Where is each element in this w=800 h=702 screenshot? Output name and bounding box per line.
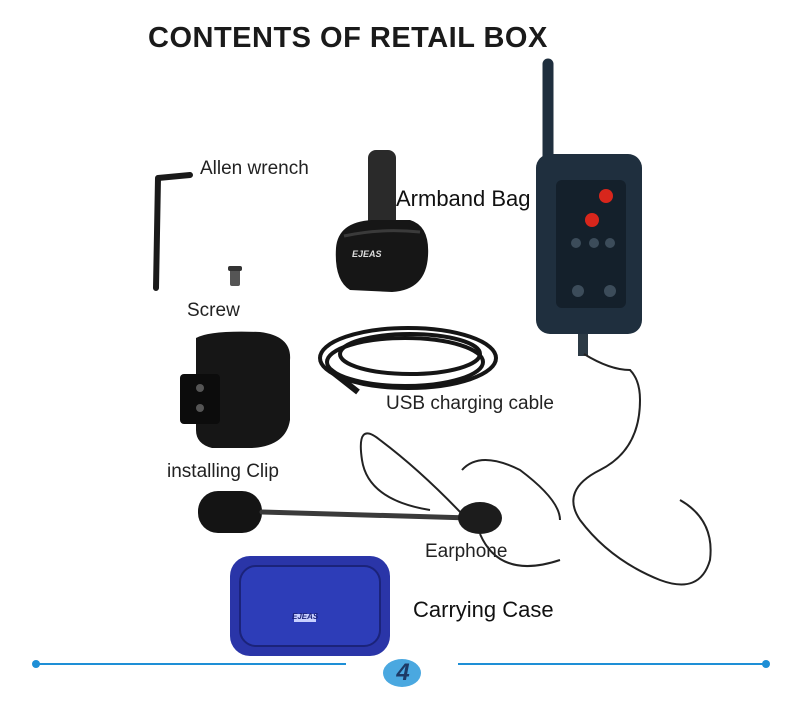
page-number-badge: [383, 659, 421, 687]
device-cable: [572, 353, 712, 586]
carrying-case-image: [230, 556, 390, 656]
footer-divider: [32, 659, 770, 687]
page-number: 4: [396, 659, 410, 686]
armband-bag-image: [335, 150, 429, 292]
armband-bag-label: Armband Bag: [396, 186, 531, 211]
intercom-device-image: [536, 58, 642, 356]
installing-clip-label: installing Clip: [167, 461, 279, 482]
case-brand-logo: EJEAS: [292, 612, 319, 621]
screw-label: Screw: [187, 300, 240, 321]
allen-wrench-image: [153, 172, 193, 291]
earphone-label: Earphone: [425, 541, 508, 562]
screw-image: [228, 266, 242, 286]
usb-cable-label: USB charging cable: [386, 393, 554, 414]
earphone-image: [198, 432, 561, 567]
usb-cable-image: [318, 326, 498, 395]
carrying-case-label: Carrying Case: [413, 597, 554, 622]
page-title: CONTENTS OF RETAIL BOX: [148, 22, 548, 54]
allen-wrench-label: Allen wrench: [200, 158, 309, 179]
armband-brand-logo: EJEAS: [352, 249, 382, 259]
installing-clip-image: [180, 331, 291, 448]
